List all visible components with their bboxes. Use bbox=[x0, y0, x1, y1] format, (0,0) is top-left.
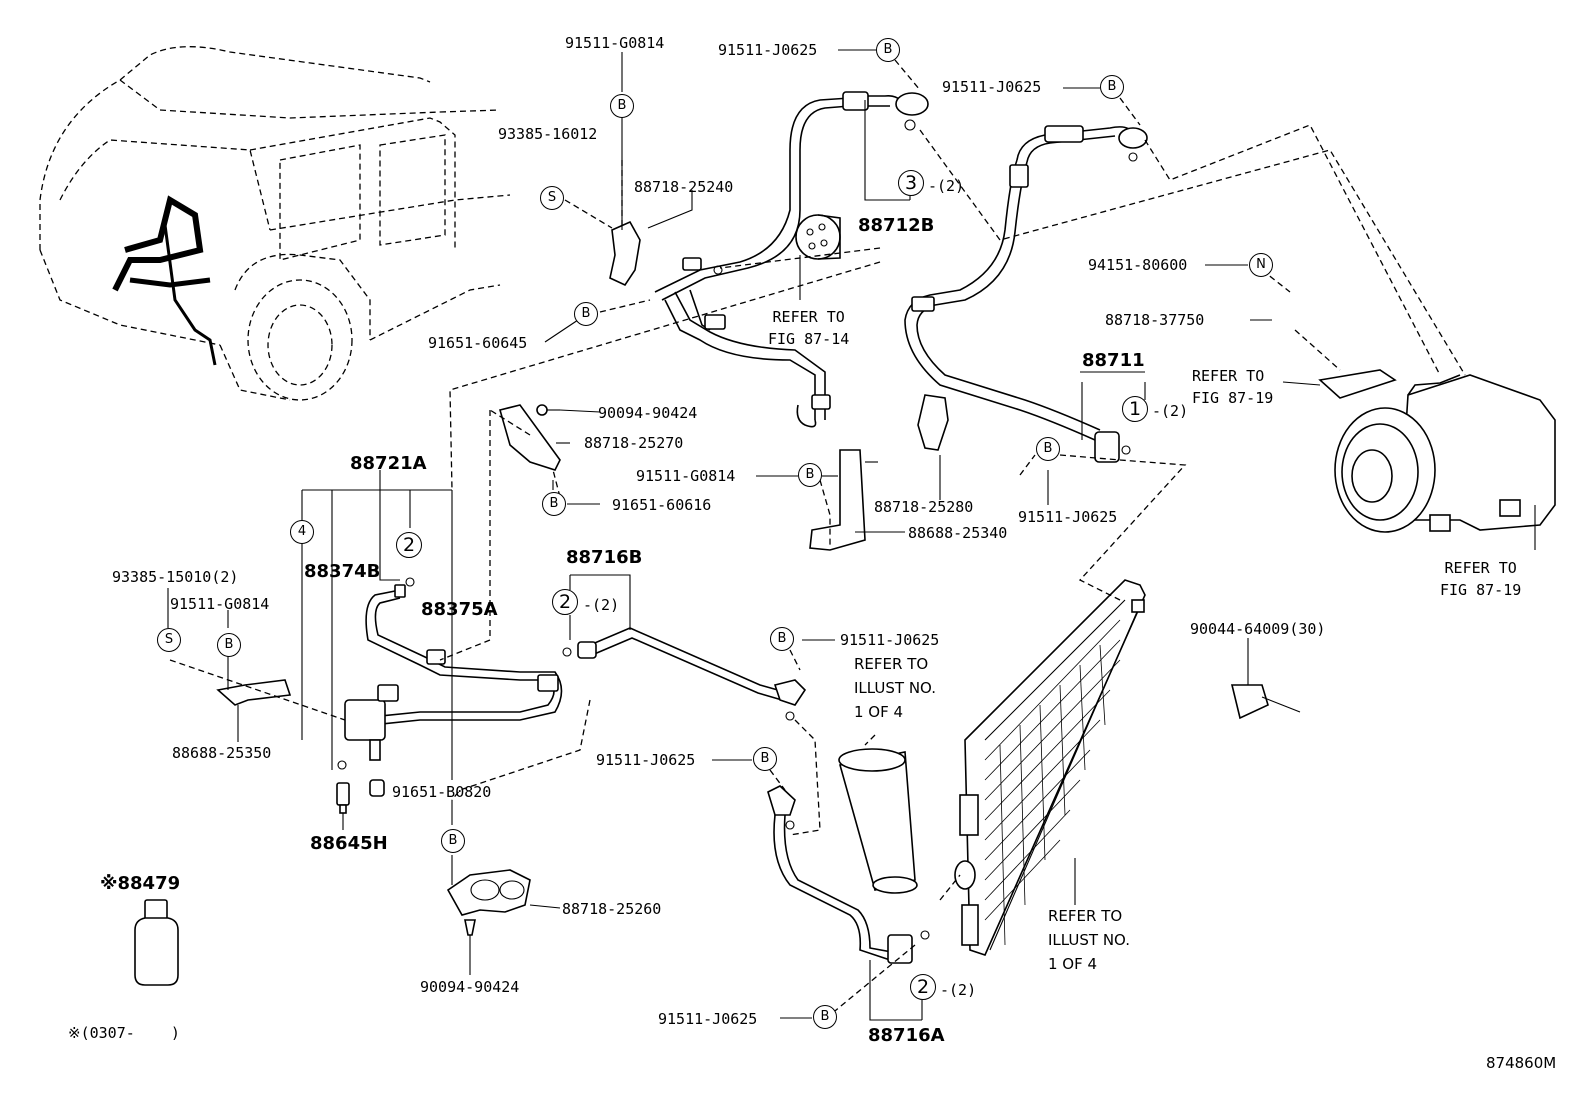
part-label-88718-37750: 88718-37750 bbox=[1105, 311, 1205, 329]
pipe-88716b bbox=[562, 627, 807, 721]
part-label-91511-J0625-d: 91511-J0625 bbox=[840, 631, 940, 649]
part-label-88721A: 88721A bbox=[350, 453, 427, 474]
part-label-91651-B0820: 91651-B0820 bbox=[392, 783, 492, 801]
part-label-91651-60616: 91651-60616 bbox=[612, 496, 712, 514]
note-refer-fig-87-19-a: REFER TO FIG 87-19 bbox=[1192, 367, 1274, 407]
quantity-x2: -(2) bbox=[583, 596, 620, 614]
note-refer-illust-condenser: REFER TO ILLUST NO. 1 OF 4 bbox=[1048, 907, 1131, 973]
callout-b: B bbox=[813, 1005, 837, 1029]
condenser bbox=[954, 579, 1146, 956]
quantity-x2: -(2) bbox=[1152, 402, 1189, 420]
part-label-93385-15010: 93385-15010(2) bbox=[112, 568, 239, 586]
callout-b: B bbox=[574, 302, 598, 326]
note-refer-fig-87-19-b: REFER TO FIG 87-19 bbox=[1440, 559, 1522, 599]
callout-s: S bbox=[157, 628, 181, 652]
oil-bottle bbox=[134, 899, 179, 986]
part-label-94151-80600: 94151-80600 bbox=[1088, 256, 1188, 274]
part-label-88718-25260: 88718-25260 bbox=[562, 900, 662, 918]
bracket-88688-25340 bbox=[809, 449, 878, 551]
part-label-91511-J0625-a: 91511-J0625 bbox=[718, 41, 818, 59]
callout-2: 2 bbox=[910, 974, 936, 1000]
part-label-90044-64009: 90044-64009(30) bbox=[1190, 620, 1326, 638]
part-label-90094-90424-a: 90094-90424 bbox=[598, 404, 698, 422]
vehicle-outline bbox=[39, 46, 511, 401]
liquid-pipe-88721a bbox=[216, 577, 563, 814]
part-label-88716A: 88716A bbox=[868, 1025, 945, 1046]
part-label-88374B: 88374B bbox=[304, 561, 381, 582]
callout-4: 4 bbox=[290, 520, 314, 544]
pipe-88716a bbox=[767, 785, 930, 964]
callout-b: B bbox=[610, 94, 634, 118]
callout-b: B bbox=[217, 633, 241, 657]
part-label-91511-J0625-f: 91511-J0625 bbox=[658, 1010, 758, 1028]
tie-band bbox=[1230, 684, 1301, 720]
part-label-91511-J0625-c: 91511-J0625 bbox=[1018, 508, 1118, 526]
callout-b: B bbox=[1100, 75, 1124, 99]
discharge-hose-88711 bbox=[904, 125, 1148, 463]
part-label-88479: ※88479 bbox=[100, 873, 181, 894]
part-label-91511-J0625-b: 91511-J0625 bbox=[942, 78, 1042, 96]
callout-b: B bbox=[753, 747, 777, 771]
figure-id: 874860M bbox=[1486, 1054, 1557, 1072]
part-label-88645H: 88645H bbox=[310, 833, 388, 854]
compressor bbox=[1318, 369, 1556, 533]
callout-b: B bbox=[1036, 437, 1060, 461]
quantity-x2: -(2) bbox=[928, 177, 965, 195]
part-label-91511-G0814-top: 91511-G0814 bbox=[565, 34, 665, 52]
callout-3: 3 bbox=[898, 170, 924, 196]
callout-2: 2 bbox=[552, 589, 578, 615]
part-label-88718-25280: 88718-25280 bbox=[874, 498, 974, 516]
part-label-88716B: 88716B bbox=[566, 547, 643, 568]
part-label-88718-25270: 88718-25270 bbox=[584, 434, 684, 452]
callout-2: 2 bbox=[396, 532, 422, 558]
part-label-91511-G0814-left: 91511-G0814 bbox=[170, 595, 270, 613]
part-label-88711: 88711 bbox=[1082, 350, 1145, 371]
part-label-91651-60645: 91651-60645 bbox=[428, 334, 528, 352]
part-label-91511-J0625-e: 91511-J0625 bbox=[596, 751, 696, 769]
callout-b: B bbox=[876, 38, 900, 62]
callout-b: B bbox=[542, 492, 566, 516]
callout-n: N bbox=[1249, 253, 1273, 277]
quantity-x2: -(2) bbox=[940, 981, 977, 999]
part-label-88712B: 88712B bbox=[858, 215, 935, 236]
callout-b: B bbox=[770, 627, 794, 651]
receiver-drier bbox=[838, 748, 918, 894]
part-label-88375A: 88375A bbox=[421, 599, 498, 620]
clamp-88718-25260 bbox=[446, 869, 531, 936]
callout-1: 1 bbox=[1122, 396, 1148, 422]
part-label-93385-16012: 93385-16012 bbox=[498, 125, 598, 143]
part-label-88688-25350: 88688-25350 bbox=[172, 744, 272, 762]
callout-b: B bbox=[798, 463, 822, 487]
callout-s: S bbox=[540, 186, 564, 210]
part-label-88688-25340: 88688-25340 bbox=[908, 524, 1008, 542]
suction-hose-88712b bbox=[609, 91, 929, 428]
callout-b: B bbox=[441, 829, 465, 853]
part-label-88718-25240: 88718-25240 bbox=[634, 178, 734, 196]
leader-lines bbox=[167, 49, 1536, 1021]
note-refer-illust-receiver: REFER TO ILLUST NO. 1 OF 4 bbox=[854, 655, 937, 721]
part-label-90094-90424-b: 90094-90424 bbox=[420, 978, 520, 996]
footnote: ※(0307- ) bbox=[68, 1024, 180, 1042]
part-label-91511-G0814-mid: 91511-G0814 bbox=[636, 467, 736, 485]
note-refer-fig-87-14: REFER TO FIG 87-14 bbox=[768, 308, 850, 348]
bracket-88718-25270 bbox=[499, 404, 561, 471]
